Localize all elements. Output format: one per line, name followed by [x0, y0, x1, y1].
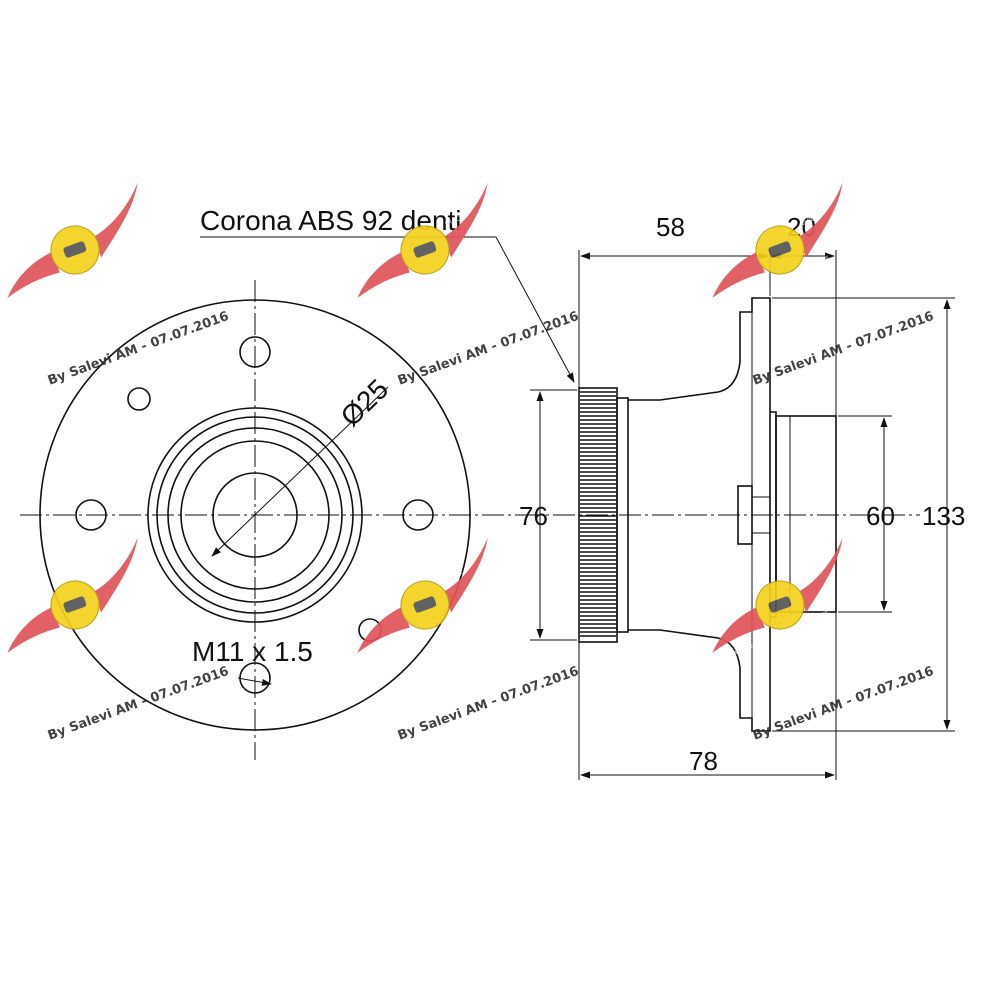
watermark-credit: By Salevi AM - 07.07.2016 [396, 309, 581, 389]
watermark-wing-right [93, 182, 138, 258]
watermark-brand-top: AUTOKIT [28, 287, 55, 303]
watermark-wing-right [93, 537, 138, 613]
center-bore [212, 472, 298, 558]
stud-hole-left [75, 499, 107, 531]
hub-ring-2 [156, 416, 354, 614]
stud-hole-top [239, 336, 271, 368]
dim-label-133: 133 [922, 501, 965, 531]
watermark-brand-bottom: SERVICE [449, 610, 475, 625]
side-view: 58 20 78 76 60 133 Corona ABS 92 denti [200, 205, 965, 780]
watermark-wing-right [443, 537, 488, 613]
small-hole-upper-left [127, 387, 151, 411]
watermark-wing-left [7, 606, 60, 654]
watermark-car-icon [413, 241, 437, 258]
watermark-credit: By Salevi AM - 07.07.2016 [46, 309, 231, 389]
watermark-brand-top: AUTOKIT [378, 287, 405, 303]
hub-ring-4 [180, 440, 330, 590]
watermark-wing-left [712, 606, 765, 654]
watermark-brand-bottom: SERVICE [804, 255, 830, 270]
hub-ring-3 [167, 427, 343, 603]
watermark-car-icon [413, 596, 437, 613]
watermark-wing-left [712, 251, 765, 299]
watermark-brand-bottom: SERVICE [449, 255, 475, 270]
watermark-brand-top: AUTOKIT [733, 642, 760, 658]
dim-label-78: 78 [689, 746, 718, 776]
bore-diameter-leader [211, 386, 389, 557]
flange-outline [39, 299, 471, 731]
watermark-brand-bottom: SERVICE [99, 255, 125, 270]
watermark-credit: By Salevi AM - 07.07.2016 [751, 309, 936, 389]
dim-label-60: 60 [866, 501, 895, 531]
watermark-wing-right [798, 182, 843, 258]
watermark-wing-left [7, 251, 60, 299]
watermark-credit: By Salevi AM - 07.07.2016 [46, 664, 231, 744]
watermark-wing-right [443, 182, 488, 258]
watermark-credit: By Salevi AM - 07.07.2016 [751, 664, 936, 744]
stud-hole-right [402, 499, 434, 531]
center-stub [737, 485, 753, 545]
watermark-car-icon [768, 596, 792, 613]
watermark-brand-top: AUTOKIT [378, 642, 405, 658]
watermark-credit: By Salevi AM - 07.07.2016 [396, 664, 581, 744]
watermark-brand-top: AUTOKIT [733, 287, 760, 303]
watermark-brand-top: AUTOKIT [28, 642, 55, 658]
watermark-wing-left [357, 606, 410, 654]
thread-label: M11 x 1.5 [192, 636, 313, 667]
dim-label-58: 58 [656, 212, 685, 242]
watermark-car-icon [63, 596, 87, 613]
hub-ring-1 [147, 407, 363, 623]
abs-callout-leader [495, 236, 575, 383]
dim-label-76: 76 [519, 501, 548, 531]
abs-ring-teeth [580, 391, 616, 637]
watermark-brand-bottom: SERVICE [99, 610, 125, 625]
watermark-wing-left [357, 251, 410, 299]
watermark-car-icon [768, 241, 792, 258]
front-view: Ø25 M11 x 1.5 [20, 280, 530, 760]
thread-arrow [237, 677, 272, 686]
watermark-wing-right [798, 537, 843, 613]
watermark-car-icon [63, 241, 87, 258]
abs-ring-collar [616, 397, 629, 633]
hub-body-outline [628, 297, 771, 732]
bore-diameter-label: Ø25 [335, 373, 395, 432]
